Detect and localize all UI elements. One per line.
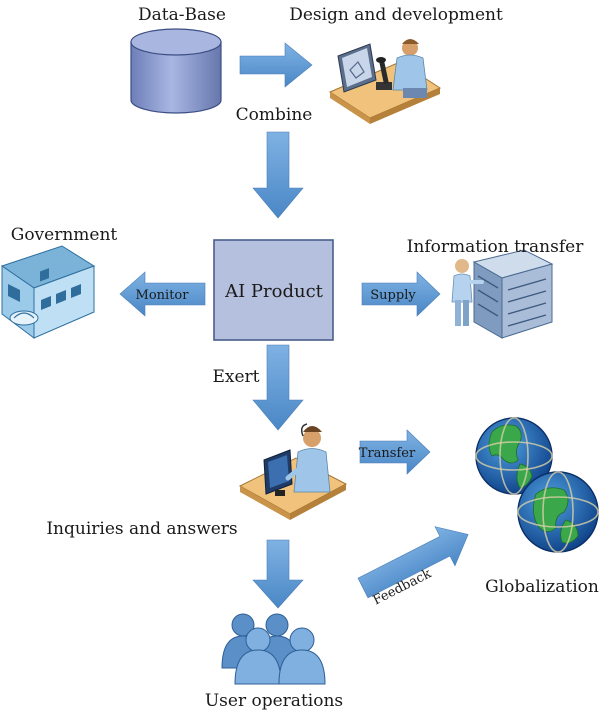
edge-label-combine: Combine [236, 105, 313, 125]
call-center-operator-icon [238, 423, 348, 520]
node-label-user-ops: User operations [205, 691, 343, 711]
edge-label-supply: Supply [370, 288, 416, 303]
edge-label-transfer: Transfer [359, 446, 416, 461]
arrow-supply [361, 271, 441, 317]
user-group-icon [221, 613, 326, 685]
arrow-to-users [252, 539, 304, 609]
database-cylinder-icon [130, 28, 222, 114]
government-building-icon [0, 245, 96, 339]
arrow-exert [252, 344, 304, 431]
edge-label-monitor: Monitor [136, 288, 190, 303]
node-label-inquiries: Inquiries and answers [46, 519, 237, 539]
node-label-globalization: Globalization [485, 577, 599, 597]
ai-product-box [213, 239, 334, 341]
node-label-design: Design and development [289, 5, 503, 25]
arrow-monitor [119, 271, 206, 317]
server-rack-operator-icon [451, 249, 554, 339]
edge-label-exert: Exert [212, 367, 259, 387]
node-label-info-transfer: Information transfer [407, 237, 585, 257]
node-label-database: Data-Base [138, 5, 226, 25]
arrow-combine [252, 131, 304, 219]
arrow-db-to-design [239, 42, 313, 88]
arrow-transfer [359, 429, 431, 475]
node-label-ai-product: AI Product [224, 281, 324, 302]
scientist-workstation-icon [328, 39, 442, 124]
arrow-feedback [357, 526, 469, 599]
globe-pair-icon [475, 417, 599, 553]
node-label-government: Government [11, 225, 118, 245]
